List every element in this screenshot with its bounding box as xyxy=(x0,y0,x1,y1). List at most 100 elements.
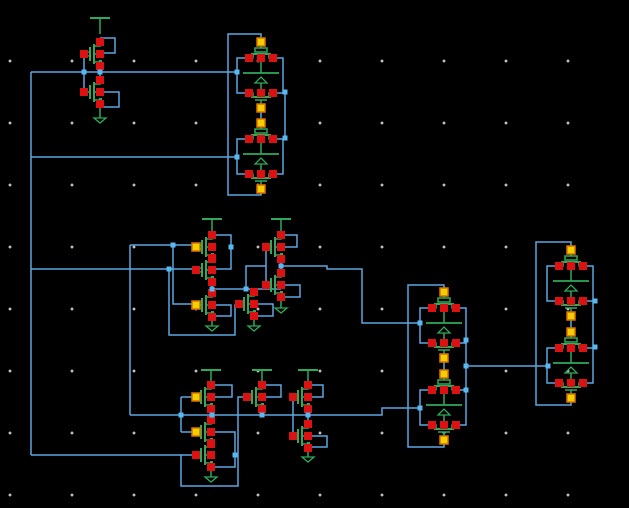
pin[interactable] xyxy=(277,231,285,239)
pin[interactable] xyxy=(192,266,200,274)
pin[interactable] xyxy=(567,297,575,305)
pin[interactable] xyxy=(555,297,563,305)
wire[interactable] xyxy=(308,384,324,398)
pin[interactable] xyxy=(289,432,297,440)
pin[interactable] xyxy=(452,386,460,394)
pin[interactable] xyxy=(245,54,253,62)
pin[interactable] xyxy=(207,463,215,471)
pin[interactable] xyxy=(96,88,104,96)
pin[interactable] xyxy=(192,451,200,459)
wire[interactable] xyxy=(254,303,274,317)
pin[interactable] xyxy=(269,135,277,143)
wire[interactable] xyxy=(308,435,328,448)
pin[interactable] xyxy=(235,300,243,308)
wire[interactable] xyxy=(407,284,445,448)
pin[interactable] xyxy=(207,381,215,389)
pin[interactable] xyxy=(440,386,448,394)
wire[interactable] xyxy=(180,396,247,487)
port-pin[interactable] xyxy=(566,245,576,255)
pin[interactable] xyxy=(80,88,88,96)
pin[interactable] xyxy=(289,393,297,401)
pin[interactable] xyxy=(452,421,460,429)
pin[interactable] xyxy=(257,170,265,178)
pin[interactable] xyxy=(245,135,253,143)
pin[interactable] xyxy=(80,50,88,58)
port-pin[interactable] xyxy=(439,287,449,297)
port-pin[interactable] xyxy=(256,103,266,113)
pin[interactable] xyxy=(555,262,563,270)
wire[interactable] xyxy=(211,431,236,468)
pin[interactable] xyxy=(428,339,436,347)
wire[interactable] xyxy=(535,241,572,406)
pin[interactable] xyxy=(452,339,460,347)
pin[interactable] xyxy=(277,255,285,263)
tg-right-wire[interactable] xyxy=(273,57,284,94)
wire[interactable] xyxy=(212,304,232,317)
pin[interactable] xyxy=(245,170,253,178)
pin[interactable] xyxy=(207,451,215,459)
pin[interactable] xyxy=(208,289,216,297)
port-pin[interactable] xyxy=(439,369,449,379)
pin[interactable] xyxy=(96,50,104,58)
pin[interactable] xyxy=(257,89,265,97)
port-pin[interactable] xyxy=(256,37,266,47)
pin[interactable] xyxy=(277,269,285,277)
pin[interactable] xyxy=(428,386,436,394)
pin[interactable] xyxy=(250,312,258,320)
wire[interactable] xyxy=(227,33,262,196)
pin[interactable] xyxy=(258,381,266,389)
pin[interactable] xyxy=(428,304,436,312)
tg-right-wire[interactable] xyxy=(456,389,467,426)
pin[interactable] xyxy=(207,405,215,413)
pin[interactable] xyxy=(262,281,270,289)
pin[interactable] xyxy=(440,339,448,347)
tg-right-wire[interactable] xyxy=(583,347,594,384)
port-pin[interactable] xyxy=(191,300,201,310)
port-pin[interactable] xyxy=(439,435,449,445)
pin[interactable] xyxy=(440,421,448,429)
pin[interactable] xyxy=(555,344,563,352)
pin[interactable] xyxy=(304,432,312,440)
pin[interactable] xyxy=(250,288,258,296)
wire[interactable] xyxy=(262,384,282,398)
tg-left-wire[interactable] xyxy=(546,265,559,302)
pin[interactable] xyxy=(269,54,277,62)
pin[interactable] xyxy=(208,254,216,262)
pin[interactable] xyxy=(257,54,265,62)
port-pin[interactable] xyxy=(191,427,201,437)
wire[interactable] xyxy=(281,284,301,298)
pin[interactable] xyxy=(208,266,216,274)
wire[interactable] xyxy=(281,265,420,324)
pin[interactable] xyxy=(208,243,216,251)
pin[interactable] xyxy=(304,444,312,452)
pin[interactable] xyxy=(96,38,104,46)
wire[interactable] xyxy=(245,265,266,289)
pin[interactable] xyxy=(258,393,266,401)
port-pin[interactable] xyxy=(566,393,576,403)
pin[interactable] xyxy=(304,381,312,389)
pin[interactable] xyxy=(452,304,460,312)
pin[interactable] xyxy=(269,170,277,178)
pin[interactable] xyxy=(243,393,251,401)
pin[interactable] xyxy=(208,301,216,309)
pin[interactable] xyxy=(207,428,215,436)
pin[interactable] xyxy=(579,379,587,387)
port-pin[interactable] xyxy=(439,353,449,363)
pin[interactable] xyxy=(440,304,448,312)
wire[interactable] xyxy=(212,234,232,270)
port-pin[interactable] xyxy=(191,242,201,252)
wire[interactable] xyxy=(211,384,233,398)
pin[interactable] xyxy=(96,76,104,84)
port-pin[interactable] xyxy=(256,118,266,128)
port-pin[interactable] xyxy=(191,392,201,402)
tg-right-wire[interactable] xyxy=(583,265,594,302)
pin[interactable] xyxy=(277,281,285,289)
port-pin[interactable] xyxy=(256,184,266,194)
pin[interactable] xyxy=(567,262,575,270)
pin[interactable] xyxy=(245,89,253,97)
wire[interactable] xyxy=(172,245,196,305)
pin[interactable] xyxy=(207,416,215,424)
pin[interactable] xyxy=(579,344,587,352)
pin[interactable] xyxy=(96,100,104,108)
